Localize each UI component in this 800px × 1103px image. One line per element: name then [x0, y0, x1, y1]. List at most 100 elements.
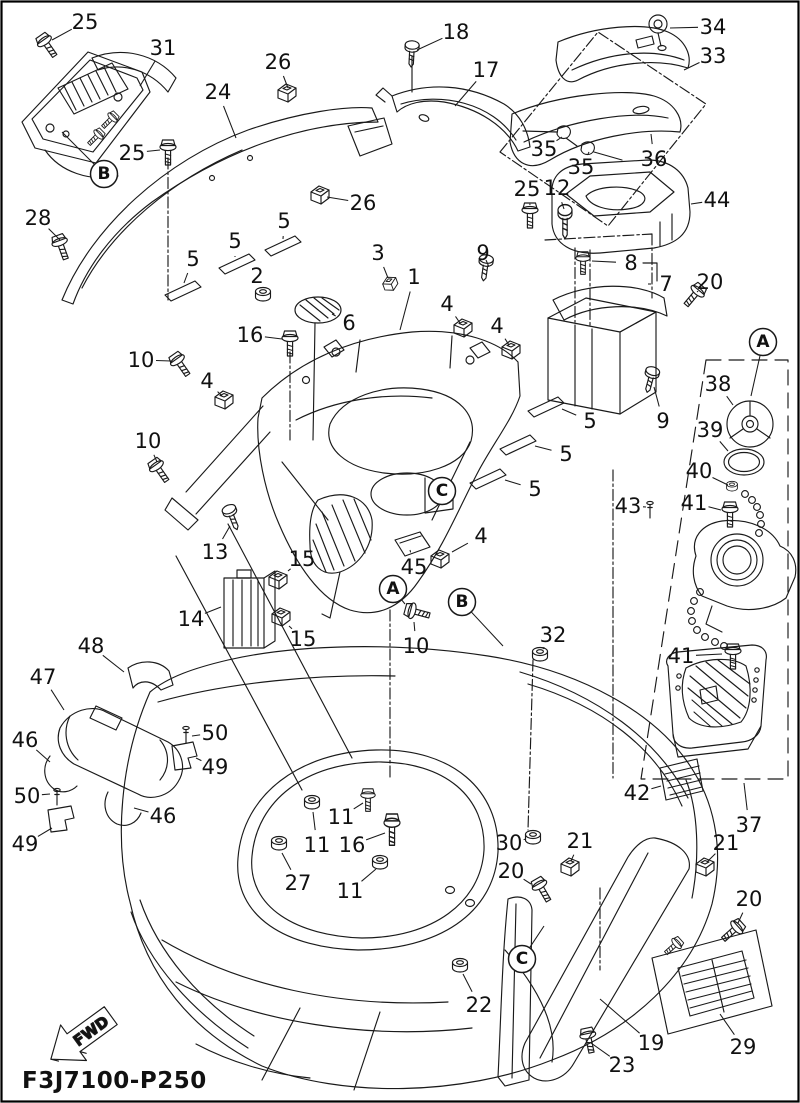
leader-line: [102, 654, 125, 673]
callout-1: 1: [407, 265, 420, 289]
callout-50: 50: [202, 721, 229, 745]
callout-49: 49: [12, 832, 39, 856]
ref-circle-B: [447, 587, 477, 617]
callout-26: 26: [350, 191, 377, 215]
callout-43: 43: [615, 494, 642, 518]
fwd-arrow: FWD: [50, 1006, 118, 1062]
leader-line: [534, 445, 552, 451]
leader-line: [556, 136, 563, 142]
callout-40: 40: [686, 459, 713, 483]
callout-19: 19: [638, 1031, 665, 1055]
callout-49: 49: [202, 755, 229, 779]
leader-line: [504, 338, 510, 346]
cowling-art: [375, 55, 531, 152]
leader-line: [51, 28, 73, 41]
callout-21: 21: [567, 829, 594, 853]
leader-line: [529, 925, 545, 948]
leader-line: [683, 62, 700, 71]
ref-letter-B: B: [98, 164, 111, 184]
callout-7: 7: [659, 272, 672, 296]
leader-line: [409, 549, 412, 553]
callout-39: 39: [697, 418, 724, 442]
leader-line: [708, 506, 722, 511]
ref-letter-C: C: [516, 949, 528, 969]
leader-line: [288, 625, 293, 630]
leader-line: [690, 201, 703, 205]
callout-4: 4: [474, 524, 487, 548]
ref-letter-A: A: [386, 579, 400, 599]
leader-line: [331, 313, 336, 317]
callout-5: 5: [559, 442, 572, 466]
callout-21: 21: [713, 831, 740, 855]
callout-10: 10: [403, 634, 430, 658]
leader-line: [282, 75, 289, 89]
callout-26: 26: [265, 50, 292, 74]
callout-48: 48: [78, 634, 105, 658]
callout-18: 18: [443, 20, 470, 44]
callout-20: 20: [697, 270, 724, 294]
leader-line: [451, 542, 469, 553]
leader-line: [204, 606, 222, 614]
callout-5: 5: [583, 409, 596, 433]
callout-37: 37: [736, 813, 763, 837]
callout-9: 9: [476, 241, 489, 265]
leader-line: [195, 757, 202, 762]
callout-12: 12: [544, 176, 571, 200]
trim-strips-art: [164, 235, 565, 490]
tray-basket-art: [659, 644, 767, 801]
leader-line: [455, 316, 461, 324]
leader-line: [183, 272, 189, 284]
callout-46: 46: [150, 804, 177, 828]
callout-42: 42: [624, 781, 651, 805]
ref-circle-C: [507, 944, 537, 974]
ref-circle-A: [378, 574, 408, 604]
callout-20: 20: [736, 887, 763, 911]
callout-47: 47: [30, 665, 57, 689]
callout-44: 44: [704, 188, 731, 212]
callout-35: 35: [531, 137, 558, 161]
storage-box-art: [544, 233, 668, 415]
leader-line: [650, 133, 653, 145]
leader-line: [222, 525, 231, 540]
callout-41: 41: [681, 491, 708, 515]
leader-line: [399, 291, 411, 331]
callout-15: 15: [289, 547, 316, 571]
footrest-art: [651, 929, 773, 1035]
ref-letter-A: A: [756, 332, 770, 352]
leader-line: [719, 441, 729, 452]
leader-line: [401, 599, 406, 605]
callout-11: 11: [337, 879, 364, 903]
leader-line: [695, 653, 723, 656]
callout-5: 5: [228, 229, 241, 253]
leader-line: [471, 611, 504, 647]
leader-line: [750, 355, 761, 397]
ref-letter-B: B: [456, 592, 469, 612]
leader-line: [669, 26, 699, 29]
callout-25: 25: [514, 177, 541, 201]
leader-line: [48, 228, 61, 241]
callout-30: 30: [496, 831, 523, 855]
leader-line: [146, 149, 161, 152]
leader-line: [743, 782, 748, 811]
callout-14: 14: [178, 607, 205, 631]
callout-5: 5: [528, 477, 541, 501]
leader-line: [312, 811, 316, 831]
leader-line: [561, 408, 577, 416]
callout-2: 2: [250, 264, 263, 288]
leader-line: [139, 60, 156, 87]
callout-5: 5: [277, 209, 290, 233]
cap-and-stems-art: [167, 157, 614, 971]
leader-line: [726, 395, 734, 406]
callout-3: 3: [371, 241, 384, 265]
callout-4: 4: [490, 314, 503, 338]
callout-23: 23: [609, 1053, 636, 1077]
callout-25: 25: [72, 10, 99, 34]
callout-16: 16: [237, 323, 264, 347]
leader-line: [50, 689, 65, 711]
cup-holder-art: [551, 159, 691, 254]
leader-line: [153, 454, 158, 463]
callout-31: 31: [150, 36, 177, 60]
leader-line: [706, 853, 716, 863]
